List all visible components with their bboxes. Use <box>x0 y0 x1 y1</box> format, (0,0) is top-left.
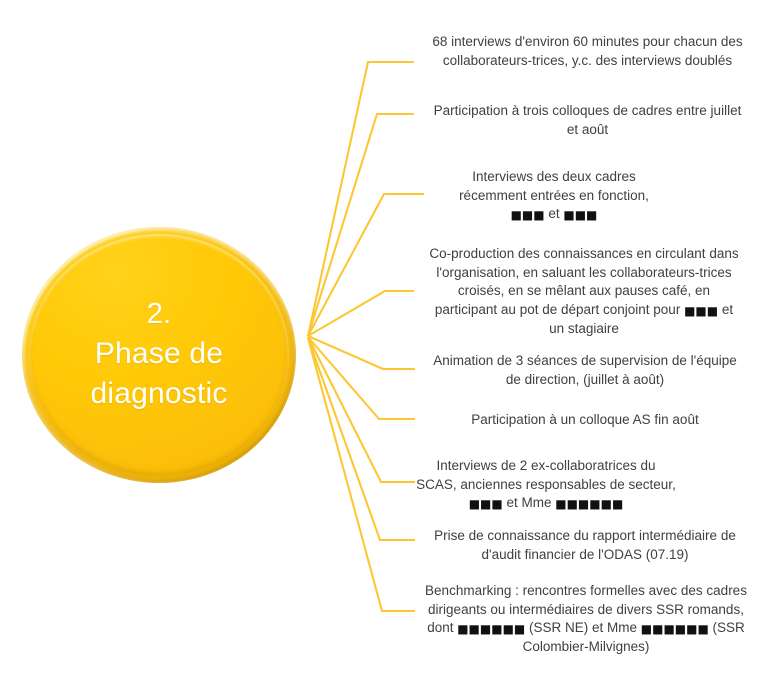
callout-line: SCAS, anciennes responsables de secteur, <box>416 476 676 492</box>
hub-circle[interactable]: 2. Phase de diagnostic <box>22 227 296 483</box>
callout-line: Prise de connaissance du rapport intermé… <box>434 528 736 543</box>
redaction-block: ■■■ <box>684 303 719 318</box>
callout-line: Participation à trois colloques de cadre… <box>433 103 742 118</box>
redaction-separator: et <box>718 301 734 317</box>
callout-colloque-as: Participation à un colloque AS fin août <box>415 411 755 430</box>
redaction-prefix: participant au pot de départ conjoint po… <box>434 301 685 317</box>
hub-number: 2. <box>146 298 172 331</box>
callout-co-production: Co-production des connaissances en circu… <box>414 245 754 338</box>
callout-redacted-line: participant au pot de départ conjoint po… <box>414 301 754 320</box>
callout-line: de direction, (juillet à août) <box>505 371 665 387</box>
hub-title-line2: diagnostic <box>90 377 228 411</box>
callout-benchmarking: Benchmarking : rencontres formelles avec… <box>414 582 758 657</box>
callout-line: d'audit financier de l'ODAS (07.19) <box>481 546 689 562</box>
redaction-separator: et Mme <box>502 495 556 511</box>
connector-line-7 <box>307 336 415 484</box>
redaction-prefix: dont <box>427 620 458 636</box>
callout-animation-supervision: Animation de 3 séances de supervision de… <box>415 352 755 389</box>
callout-line: Benchmarking : rencontres formelles avec… <box>425 583 747 598</box>
connector-line-6 <box>307 336 415 421</box>
redaction-block: ■■■ <box>510 208 545 223</box>
callout-line: l'organisation, en saluant les collabora… <box>436 264 732 280</box>
redaction-separator: et <box>544 206 564 222</box>
callout-line: croisés, en se mêlant aux pauses café, e… <box>457 283 711 299</box>
connector-line-8 <box>307 337 415 542</box>
hub-label: 2. Phase de diagnostic <box>76 295 241 414</box>
redaction-suffix: (SSR <box>708 620 745 636</box>
callout-line: 68 interviews d'environ 60 minutes pour … <box>432 34 743 49</box>
connector-line-1 <box>306 60 414 337</box>
callout-rapport-odas: Prise de connaissance du rapport intermé… <box>415 527 755 564</box>
callout-interviews-deux-cadres: Interviews des deux cadres récemment ent… <box>409 168 699 224</box>
callout-redacted-line: ■■■ et ■■■ <box>409 205 699 224</box>
connector-line-9 <box>306 337 415 613</box>
callout-line: Co-production des connaissances en circu… <box>429 246 739 261</box>
callout-line: un stagiaire <box>549 320 619 336</box>
redaction-block: ■■■■■■ <box>640 622 709 637</box>
hub-title-line1: Phase de <box>94 337 224 371</box>
redaction-block: ■■■■■■ <box>555 497 624 512</box>
callout-line: Interviews des deux cadres <box>472 169 636 184</box>
connector-line-2 <box>306 112 414 337</box>
connector-line-3 <box>307 192 424 337</box>
redaction-block: ■■■ <box>563 208 598 223</box>
callout-redacted-line: ■■■ et Mme ■■■■■■ <box>406 494 686 513</box>
callout-colloques-cadres: Participation à trois colloques de cadre… <box>415 102 760 139</box>
callout-redacted-line: dont ■■■■■■ (SSR NE) et Mme ■■■■■■ (SSR <box>414 619 758 638</box>
callout-line: et août <box>566 121 609 137</box>
callout-line: Interviews de 2 ex-collaboratrices du <box>436 458 656 473</box>
callout-line: Animation de 3 séances de supervision de… <box>433 353 737 368</box>
callout-ex-collaboratrices: Interviews de 2 ex-collaboratrices du SC… <box>406 457 686 513</box>
callout-interviews-68: 68 interviews d'environ 60 minutes pour … <box>415 33 760 70</box>
redaction-block: ■■■ <box>468 497 503 512</box>
callout-line: récemment entrées en fonction, <box>459 187 649 203</box>
connector-line-5 <box>307 335 415 371</box>
callout-line: Participation à un colloque AS fin août <box>471 412 699 427</box>
callout-line: collaborateurs-trices, y.c. des intervie… <box>442 52 733 68</box>
redaction-separator: (SSR NE) et Mme <box>525 620 641 636</box>
redaction-block: ■■■■■■ <box>457 622 526 637</box>
callout-line: Colombier-Milvignes) <box>522 638 650 654</box>
callout-line: dirigeants ou intermédiaires de divers S… <box>428 601 744 617</box>
connector-line-4 <box>307 289 414 337</box>
